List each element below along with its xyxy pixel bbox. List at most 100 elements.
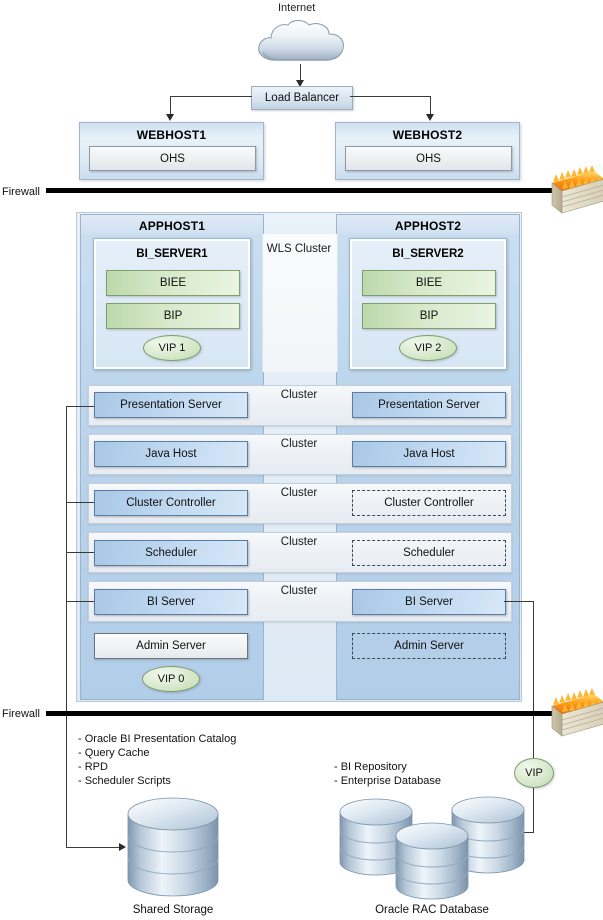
bi-server2-app-bip[interactable]: BIP — [362, 303, 496, 329]
database-vip-label: VIP — [525, 767, 543, 779]
firewall-label-bottom: Firewall — [2, 708, 40, 720]
connector-lb-right — [350, 96, 431, 97]
bus-stub-scheduler — [66, 552, 94, 553]
presentation-server-apphost1-label: Presentation Server — [120, 399, 222, 411]
internet-label: Internet — [278, 2, 316, 14]
cluster-controller-apphost1[interactable]: Cluster Controller — [94, 490, 248, 516]
apphost2-header — [337, 215, 519, 235]
cluster-label-cluster-controller: Cluster — [280, 487, 318, 499]
cluster-controller-apphost1-label: Cluster Controller — [126, 497, 216, 509]
cluster-label-scheduler: Cluster — [280, 536, 318, 548]
arrowhead-down-webhost1 — [166, 114, 174, 121]
shared-storage-bus — [66, 406, 67, 847]
bi-server-to-db-stub — [504, 601, 533, 602]
vip2-badge[interactable]: VIP 2 — [399, 335, 457, 361]
admin-server-apphost2[interactable]: Admin Server — [352, 633, 506, 659]
java-host-apphost2[interactable]: Java Host — [352, 441, 506, 467]
bi-server2-app-bip-label: BIP — [419, 310, 439, 322]
bi-server-to-db-bus — [533, 601, 534, 832]
database-vip-badge[interactable]: VIP — [514, 758, 554, 788]
webhost2-ohs[interactable]: OHS — [345, 146, 512, 171]
cluster-label-bi-server: Cluster — [280, 585, 318, 597]
bi-server2-title: BI_SERVER2 — [392, 248, 464, 260]
cloud-icon — [253, 20, 349, 68]
bi-server-apphost2[interactable]: BI Server — [352, 589, 506, 615]
webhost1-ohs-label: OHS — [160, 152, 185, 165]
bi-server1-app-bip[interactable]: BIP — [106, 303, 240, 329]
firewall-line-top — [46, 188, 557, 193]
java-host-apphost1[interactable]: Java Host — [94, 441, 248, 467]
bi-server1-box: BI_SERVER1 BIEE BIP VIP 1 — [93, 238, 251, 370]
shared-storage-item: - Query Cache — [78, 747, 150, 759]
arrowhead-shared-storage — [119, 843, 126, 851]
bi-server2-box: BI_SERVER2 BIEE BIP VIP 2 — [349, 238, 507, 370]
admin-server-apphost1-label: Admin Server — [136, 640, 206, 652]
webhost2-box: WEBHOST2 OHS — [335, 122, 520, 180]
connector-lb-left — [170, 96, 252, 97]
bi-server-apphost1-label: BI Server — [147, 596, 195, 608]
database-item: - BI Repository — [334, 761, 407, 773]
bi-server-apphost1[interactable]: BI Server — [94, 589, 248, 615]
bi-server1-title: BI_SERVER1 — [136, 248, 208, 260]
shared-storage-caption: Shared Storage — [132, 904, 214, 916]
webhost1-title: WEBHOST1 — [136, 128, 207, 142]
vip1-badge[interactable]: VIP 1 — [143, 335, 201, 361]
webhost1-box: WEBHOST1 OHS — [79, 122, 264, 180]
apphost2-title: APPHOST2 — [394, 218, 462, 233]
connector-cloud-to-lb — [300, 64, 301, 82]
shared-storage-item: - Scheduler Scripts — [78, 775, 171, 787]
presentation-server-apphost2[interactable]: Presentation Server — [352, 392, 506, 418]
vip0-badge[interactable]: VIP 0 — [142, 666, 200, 692]
oracle-rac-database-cylinders-icon — [334, 796, 530, 902]
scheduler-apphost1[interactable]: Scheduler — [94, 540, 248, 566]
admin-server-apphost1[interactable]: Admin Server — [94, 633, 248, 659]
scheduler-apphost1-label: Scheduler — [145, 547, 197, 559]
scheduler-apphost2[interactable]: Scheduler — [352, 540, 506, 566]
bi-server-apphost2-label: BI Server — [405, 596, 453, 608]
bi-server1-app-bip-label: BIP — [163, 310, 183, 322]
bus-stub-cluster-controller — [66, 502, 94, 503]
presentation-server-apphost2-label: Presentation Server — [378, 399, 480, 411]
webhost2-title: WEBHOST2 — [392, 128, 463, 142]
db-arrow-segment — [516, 832, 534, 833]
cluster-label-presentation-server: Cluster — [280, 389, 318, 401]
load-balancer-label: Load Balancer — [264, 92, 340, 104]
admin-server-apphost2-label: Admin Server — [394, 640, 464, 652]
firewall-label-top: Firewall — [2, 186, 40, 198]
arrowhead-down-webhost2 — [426, 114, 434, 121]
shared-storage-cylinder-icon — [126, 797, 220, 898]
webhost1-ohs[interactable]: OHS — [89, 146, 256, 171]
arrowhead-down-lb — [296, 80, 304, 87]
bi-server1-app-biee-label: BIEE — [159, 277, 187, 289]
firewall-line-bottom — [46, 711, 557, 716]
cluster-label-java-host: Cluster — [280, 438, 318, 450]
load-balancer-box[interactable]: Load Balancer — [251, 86, 353, 110]
vip2-label: VIP 2 — [414, 342, 442, 354]
cluster-controller-apphost2-label: Cluster Controller — [384, 497, 474, 509]
shared-storage-contents: - Oracle BI Presentation Catalog - Query… — [78, 732, 236, 788]
presentation-server-apphost1[interactable]: Presentation Server — [94, 392, 248, 418]
bus-stub-bi-server — [66, 601, 94, 602]
connector-lb-left-down — [170, 96, 171, 116]
bi-server1-app-biee[interactable]: BIEE — [106, 270, 240, 296]
java-host-apphost2-label: Java Host — [403, 448, 455, 460]
wls-cluster-gutter — [262, 234, 338, 372]
apphost1-header — [81, 215, 263, 235]
shared-storage-item: - Oracle BI Presentation Catalog — [78, 733, 237, 745]
apphost1-title: APPHOST1 — [138, 218, 206, 233]
webhost2-ohs-label: OHS — [416, 152, 441, 165]
vip1-label: VIP 1 — [158, 342, 186, 354]
wls-cluster-label: WLS Cluster — [266, 243, 332, 255]
oracle-rac-database-caption: Oracle RAC Database — [375, 904, 489, 916]
bi-server2-app-biee[interactable]: BIEE — [362, 270, 496, 296]
bus-stub-presentation-server — [66, 406, 94, 407]
firewall-brick-icon-bottom — [548, 686, 603, 741]
firewall-brick-icon-top — [548, 163, 603, 218]
connector-lb-right-down — [430, 96, 431, 116]
cluster-controller-apphost2[interactable]: Cluster Controller — [352, 490, 506, 516]
database-contents: - BI Repository - Enterprise Database — [334, 760, 441, 788]
bi-server2-app-biee-label: BIEE — [415, 277, 443, 289]
scheduler-apphost2-label: Scheduler — [403, 547, 455, 559]
java-host-apphost1-label: Java Host — [145, 448, 197, 460]
